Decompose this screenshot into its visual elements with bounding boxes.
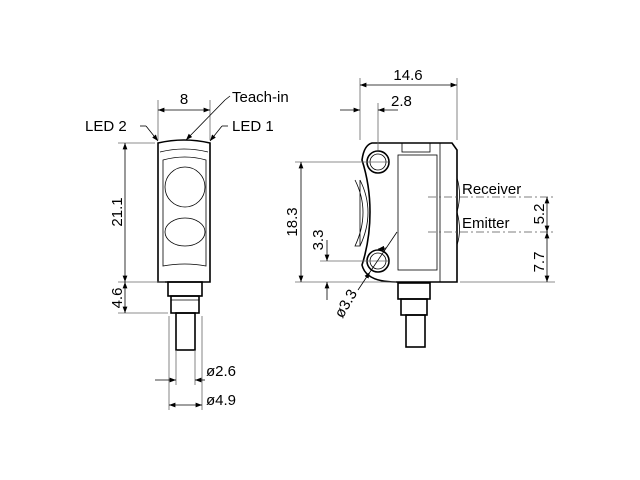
- dim-hole-diameter: ø3.3: [331, 287, 361, 321]
- label-emitter: Emitter: [462, 215, 510, 232]
- side-connector: [397, 282, 431, 300]
- front-window: [162, 156, 207, 267]
- label-receiver: Receiver: [462, 181, 521, 198]
- dim-cable-outer: ø4.9: [206, 392, 236, 409]
- side-cable: [405, 314, 426, 348]
- receiver-lens: [164, 166, 206, 208]
- front-housing: [157, 139, 211, 283]
- front-view: 8 Teach-in LED 2 LED 1 21.1 4.6 ø2.6 ø4.…: [85, 89, 289, 410]
- label-led2: LED 2: [85, 118, 127, 135]
- cable: [175, 312, 196, 351]
- emitter-lens: [164, 217, 206, 247]
- side-housing: [361, 142, 458, 283]
- dim-rx-tx-spacing: 5.2: [531, 204, 548, 225]
- dim-emitter-height: 7.7: [531, 252, 548, 273]
- dim-height-front: 21.1: [109, 197, 126, 226]
- dim-hole-offset-x: 2.8: [391, 93, 412, 110]
- label-led1: LED 1: [232, 118, 274, 135]
- dim-connector: 4.6: [109, 288, 126, 309]
- side-view: 14.6 2.8 18.3 3.3 ø3.3 Receiver Emitter …: [284, 67, 555, 348]
- dim-cable-inner: ø2.6: [206, 363, 236, 380]
- dim-hole-offset-y: 3.3: [310, 230, 327, 251]
- dim-hole-spacing: 18.3: [284, 207, 301, 236]
- side-window: [397, 154, 438, 271]
- label-teach-in: Teach-in: [232, 89, 289, 106]
- dim-width-front: 8: [180, 91, 188, 108]
- connector: [167, 281, 203, 297]
- dim-width-side: 14.6: [393, 67, 422, 84]
